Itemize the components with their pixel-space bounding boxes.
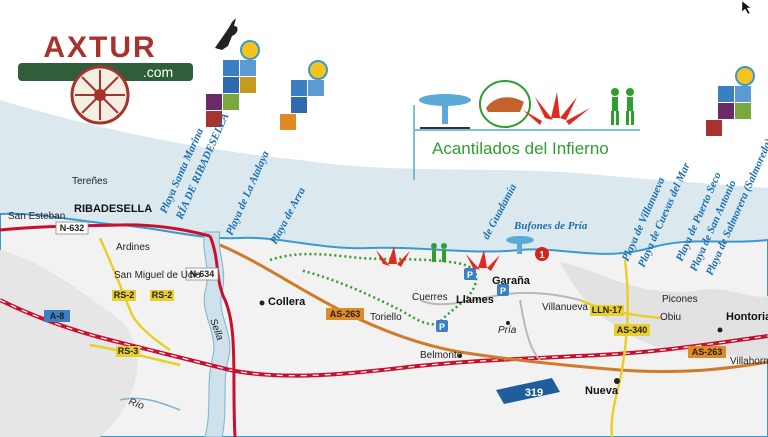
shield-a8: A-8	[44, 310, 70, 322]
place-collera: Collera	[268, 296, 306, 308]
shield-n634: N-634	[185, 267, 219, 281]
place-ardines: Ardines	[116, 242, 150, 253]
motorway-a8-dash	[0, 299, 768, 377]
svg-text:AS-263: AS-263	[692, 347, 723, 357]
place-terenes: Tereñes	[72, 176, 108, 187]
shield-rs2-b: RS-2	[150, 290, 174, 301]
place-toriello: Toriello	[370, 312, 402, 323]
hikers-icon	[611, 88, 634, 125]
road-n634	[208, 235, 237, 437]
shield-as340: AS-340	[614, 324, 650, 336]
road-local-grey-2	[519, 299, 541, 361]
place-villahorm: Villahorm	[730, 356, 768, 367]
river-rio: Río	[127, 396, 146, 412]
mouse-cursor-icon	[741, 0, 752, 15]
shield-rs3: RS-3	[116, 346, 140, 357]
cliff-rock-icon	[479, 80, 531, 128]
road-as340	[610, 259, 629, 437]
label-bufones: Bufones de Pría	[513, 220, 588, 232]
svg-text:P: P	[500, 286, 506, 296]
shield-rs2-a: RS-2	[112, 290, 136, 301]
road-n632	[0, 223, 211, 238]
shield-lln17: LLN-17	[590, 305, 624, 316]
svg-text:1: 1	[539, 250, 545, 261]
place-obiu: Obiu	[660, 312, 681, 323]
place-garana: Garaña	[492, 275, 531, 287]
beach-icons-santa-marina	[206, 40, 260, 127]
logo-text: AXTUR	[43, 31, 156, 64]
trail-hikers-icon	[431, 243, 447, 262]
trail-sunburst-icon-2	[466, 250, 500, 271]
marker-number-1: 1	[535, 247, 549, 261]
trail-sunburst-icon	[376, 246, 410, 267]
logo-domain: .com	[143, 64, 173, 80]
parking-icon-garana: P	[497, 284, 509, 296]
parking-icon-guadamia: P	[464, 268, 476, 280]
place-villanueva: Villanueva	[542, 302, 588, 313]
svg-text:P: P	[467, 270, 473, 280]
svg-text:LLN-17: LLN-17	[592, 305, 623, 315]
road-as263	[219, 243, 768, 374]
shield-as263-b: AS-263	[688, 346, 726, 358]
place-belmonte: Belmonte	[420, 350, 463, 361]
svg-text:RS-3: RS-3	[118, 346, 139, 356]
svg-text:N-632: N-632	[60, 223, 85, 233]
place-llames: Llames	[456, 294, 494, 306]
beach-icons-salmorera	[706, 66, 755, 136]
road-rs2	[98, 237, 171, 352]
place-hontoria: Hontoria	[726, 311, 768, 323]
svg-text:A-8: A-8	[50, 311, 65, 321]
sea-band	[0, 100, 768, 254]
svg-text:319: 319	[525, 387, 543, 399]
bufones-small-icon	[506, 236, 534, 254]
place-san-miguel-ucio: San Miguel de Ucio	[114, 270, 201, 281]
place-picones: Picones	[662, 294, 698, 305]
shield-n632: N-632	[55, 221, 89, 235]
svg-text:N-634: N-634	[190, 269, 215, 279]
sunburst-icon	[523, 92, 590, 125]
place-san-esteban: San Esteban	[8, 211, 65, 222]
axtur-logo: AXTUR .com	[18, 31, 193, 125]
map-title: Acantilados del Infierno	[432, 139, 609, 158]
parking-icon-cuerres: P	[436, 320, 448, 332]
attraction-icons	[419, 80, 634, 129]
svg-text:P: P	[439, 322, 445, 332]
hill-shading-west	[0, 250, 138, 437]
svg-text:AS-340: AS-340	[617, 325, 648, 335]
place-ribadesella: RIBADESELLA	[74, 203, 152, 215]
rio-stream	[119, 397, 181, 411]
place-nueva: Nueva	[585, 385, 619, 397]
town-dots	[259, 300, 723, 384]
svg-text:AS-263: AS-263	[330, 309, 361, 319]
svg-text:RS-2: RS-2	[152, 290, 173, 300]
trail-route	[269, 252, 478, 326]
shield-e319: 319	[496, 378, 560, 404]
svg-text:RS-2: RS-2	[114, 290, 135, 300]
hill-shading	[560, 262, 768, 360]
place-cuerres: Cuerres	[412, 292, 448, 303]
shield-as263-a: AS-263	[326, 308, 364, 320]
title-bracket	[413, 105, 640, 180]
bufones-icon	[419, 94, 471, 129]
place-pria: Pría	[498, 325, 517, 336]
dinosaur-icon	[215, 18, 238, 50]
beach-icons-atalaya	[280, 60, 328, 130]
